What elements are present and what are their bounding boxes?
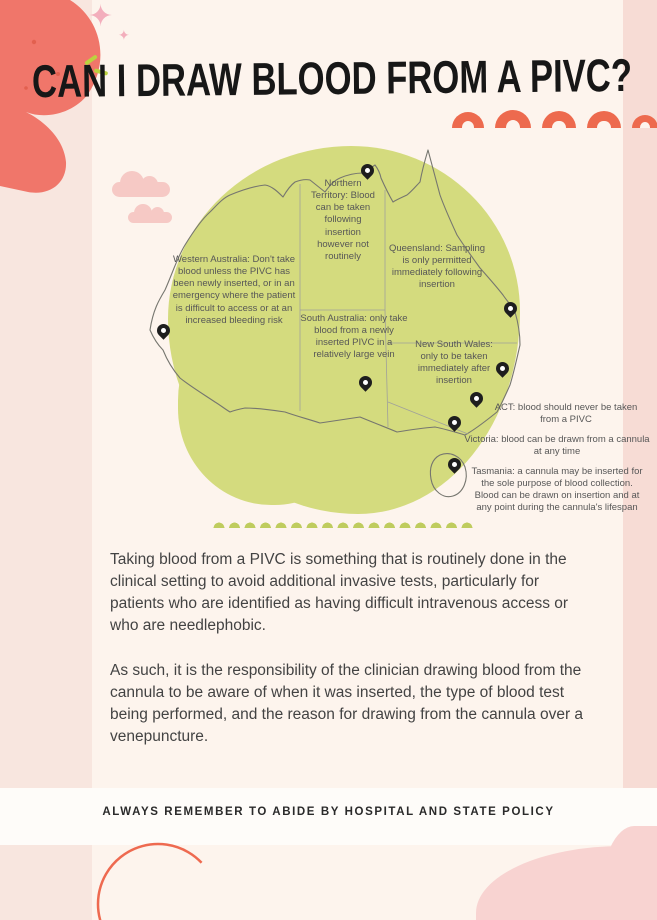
- circle-outline-icon: [96, 842, 220, 920]
- scallop-divider: [212, 519, 474, 528]
- map-label-sa: South Australia: only take blood from a …: [300, 313, 408, 361]
- arch-icon: [452, 112, 484, 128]
- arch-icon: [495, 110, 531, 129]
- arch-decorations: [452, 110, 657, 129]
- arch-icon: [542, 111, 576, 128]
- cloud-icon: [128, 204, 172, 223]
- arch-icon: [632, 115, 657, 128]
- map-label-qld: Queensland: Sampling is only permitted i…: [388, 243, 486, 291]
- sparkle-icon: ✦: [118, 27, 130, 43]
- arch-icon: [587, 111, 621, 128]
- map-label-nt: Northern Territory: Blood can be taken f…: [311, 178, 375, 262]
- footer-band: [0, 788, 657, 845]
- map-background-blob: [178, 300, 368, 505]
- body-text: Taking blood from a PIVC is something th…: [110, 549, 596, 770]
- sparkle-icon: ✦: [88, 0, 114, 33]
- body-paragraph-2: As such, it is the responsibility of the…: [110, 661, 584, 746]
- map-label-act: ACT: blood should never be taken from a …: [494, 402, 638, 426]
- map-label-wa: Western Australia: Don't take blood unle…: [172, 254, 296, 326]
- coral-blob-icon: [0, 0, 101, 193]
- page-title: CAN I DRAW BLOOD FROM A PIVC?: [32, 49, 633, 107]
- footer-note: ALWAYS REMEMBER TO ABIDE BY HOSPITAL AND…: [102, 806, 555, 818]
- map-label-nsw: New South Wales: only to be taken immedi…: [415, 339, 493, 387]
- page-title-text: CAN I DRAW BLOOD FROM A PIVC?: [32, 49, 633, 107]
- map-label-vic: Victoria: blood can be drawn from a cann…: [464, 434, 650, 458]
- map-label-tas: Tasmania: a cannula may be inserted for …: [471, 466, 643, 514]
- right-pink-strip: [623, 0, 657, 920]
- body-paragraph-1: Taking blood from a PIVC is something th…: [110, 551, 569, 635]
- cloud-icon: [112, 171, 170, 197]
